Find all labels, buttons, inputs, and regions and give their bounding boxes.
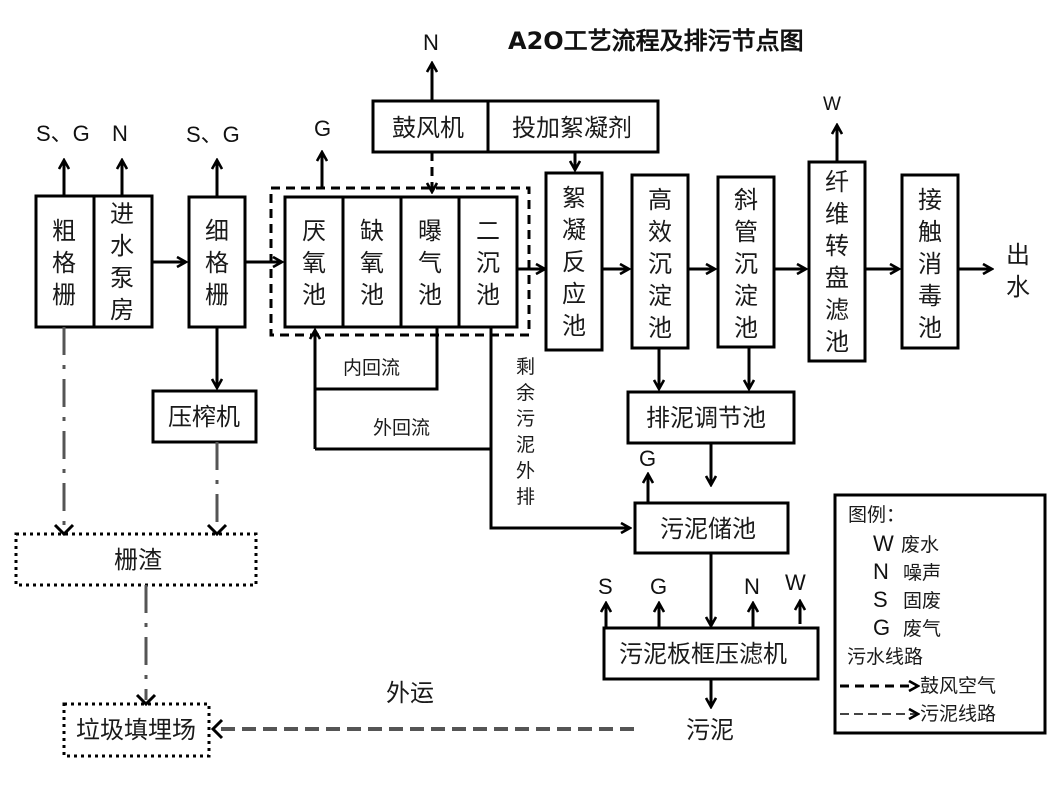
flocculant-dosing-label: 投加絮凝剂 bbox=[512, 114, 632, 142]
anaerobic-tank-label: 厌氧池 bbox=[302, 217, 326, 309]
flocculation-tank-box: 絮凝反应池 bbox=[544, 171, 604, 352]
screenings-box: 栅渣 bbox=[14, 532, 258, 587]
aeration-tank-box: 曝气池 bbox=[399, 195, 461, 329]
anoxic-tank-label: 缺氧池 bbox=[360, 217, 384, 309]
sludge-storage-label: 污泥储池 bbox=[660, 515, 756, 543]
contact-disinfection-label: 接触消毒池 bbox=[918, 186, 942, 342]
legend-title: 图例： bbox=[848, 504, 905, 526]
legend-item-label: 噪声 bbox=[903, 562, 941, 584]
legend-air-line: 鼓风空气 bbox=[920, 675, 996, 697]
screw-press-box: 压榨机 bbox=[151, 389, 258, 444]
sludge-output-label: 污泥 bbox=[686, 716, 734, 744]
anoxic-tank-box: 缺氧池 bbox=[341, 195, 403, 329]
press-emission-g: G bbox=[650, 574, 667, 599]
legend-code: S bbox=[873, 587, 888, 612]
legend-sewage-line: 污水线路 bbox=[847, 646, 923, 668]
blower-box: 鼓风机 bbox=[371, 99, 490, 154]
legend-code: N bbox=[873, 559, 889, 584]
secondary-clarifier-box: 二沉池 bbox=[457, 195, 519, 329]
high-eff-sedimentation-label: 高效沉淀池 bbox=[648, 186, 672, 342]
blower-label: 鼓风机 bbox=[392, 114, 464, 142]
screenings-label: 栅渣 bbox=[114, 546, 162, 574]
external-return-label: 外回流 bbox=[373, 417, 430, 439]
blower-emission: N bbox=[423, 30, 439, 55]
legend: 图例： W 废水 N 噪声 S 固废 G 废气 污水线路 鼓风空气 污泥线路 bbox=[833, 493, 1047, 735]
sludge-regulating-box: 排泥调节池 bbox=[626, 390, 796, 445]
fiber-disc-filter-label: 纤维转盘滤池 bbox=[825, 168, 849, 356]
inclined-tube-sedimentation-box: 斜管沉淀池 bbox=[716, 175, 776, 349]
fine-screen-label: 细格栅 bbox=[205, 217, 229, 309]
plate-frame-press-box: 污泥板框压滤机 bbox=[602, 626, 820, 681]
contact-disinfection-box: 接触消毒池 bbox=[900, 173, 960, 350]
fine-screen-emission: S、G bbox=[186, 122, 240, 147]
coarse-screen-box: 粗格栅 bbox=[34, 194, 96, 329]
excess-sludge-label: 剩余污泥外排 bbox=[516, 356, 535, 508]
legend-item-label: 废气 bbox=[903, 618, 941, 640]
arrowhead bbox=[206, 523, 228, 537]
arrowhead bbox=[53, 523, 75, 537]
internal-return-label: 内回流 bbox=[343, 357, 400, 379]
high-eff-sedimentation-box: 高效沉淀池 bbox=[630, 173, 690, 350]
excess-sludge-line bbox=[489, 449, 630, 528]
sludge-storage-box: 污泥储池 bbox=[633, 501, 790, 555]
legend-item-label: 废水 bbox=[901, 534, 939, 556]
diagram-title: A2O工艺流程及排污节点图 bbox=[508, 27, 804, 55]
legend-code: W bbox=[873, 531, 894, 556]
intake-pump-label: 进水泵房 bbox=[110, 200, 134, 324]
inclined-tube-sedimentation-label: 斜管沉淀池 bbox=[734, 186, 758, 342]
sludge-regulating-label: 排泥调节池 bbox=[646, 404, 766, 432]
intake-pump-emission: N bbox=[112, 121, 128, 146]
transport-label: 外运 bbox=[386, 679, 434, 707]
aeration-tank-label: 曝气池 bbox=[418, 217, 442, 309]
arrowhead bbox=[210, 718, 224, 740]
screw-press-label: 压榨机 bbox=[168, 403, 240, 431]
outflow-label: 出水 bbox=[1006, 241, 1030, 301]
press-emission-w: W bbox=[785, 570, 806, 595]
legend-sludge-line: 污泥线路 bbox=[920, 703, 996, 725]
plate-frame-press-label: 污泥板框压滤机 bbox=[619, 640, 787, 668]
a2o-group-border bbox=[269, 186, 531, 337]
flocculation-tank-label: 絮凝反应池 bbox=[562, 184, 586, 340]
sludge-storage-emission: G bbox=[639, 446, 656, 471]
fine-screen-box: 细格栅 bbox=[187, 195, 247, 329]
coarse-screen-label: 粗格栅 bbox=[52, 217, 76, 309]
landfill-box: 垃圾填埋场 bbox=[62, 702, 211, 758]
press-emission-n: N bbox=[744, 574, 760, 599]
arrowhead bbox=[135, 693, 157, 707]
legend-code: G bbox=[873, 615, 890, 640]
secondary-clarifier-label: 二沉池 bbox=[476, 217, 500, 309]
internal-return-line bbox=[315, 327, 439, 391]
legend-item-label: 固废 bbox=[903, 590, 941, 612]
filter-emission: W bbox=[823, 94, 841, 115]
coarse-screen-emission: S、G bbox=[36, 121, 90, 146]
intake-pump-box: 进水泵房 bbox=[92, 194, 154, 329]
landfill-label: 垃圾填埋场 bbox=[76, 716, 196, 744]
press-emission-s: S bbox=[598, 574, 613, 599]
anaerobic-tank-box: 厌氧池 bbox=[283, 195, 345, 329]
flocculant-dosing-box: 投加絮凝剂 bbox=[486, 99, 660, 154]
fiber-disc-filter-box: 纤维转盘滤池 bbox=[807, 160, 867, 363]
anaerobic-emission: G bbox=[314, 116, 331, 141]
